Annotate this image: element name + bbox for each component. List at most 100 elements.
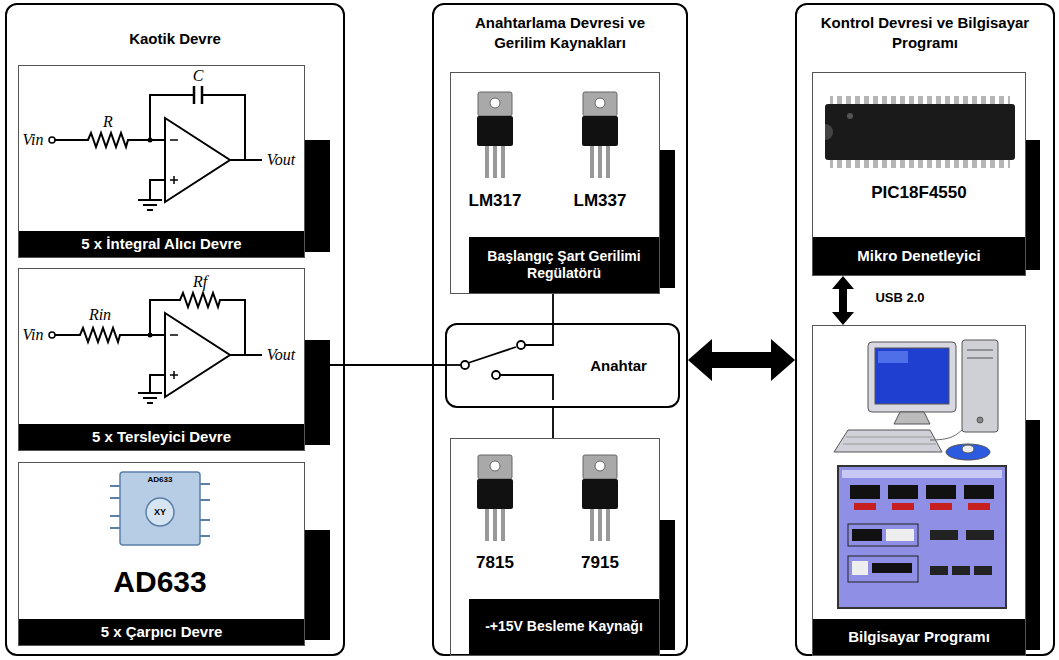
- program-screenshot: [892, 503, 914, 510]
- inverter-circuit: [147, 402, 153, 404]
- inverter-circuit: [230, 354, 262, 356]
- microcontroller-box: Mikro Denetleyici: [812, 72, 1026, 276]
- panel-title: Kaotik Devre: [7, 29, 343, 49]
- computer-icon: [846, 437, 932, 438]
- multiplier-box: 5 x Çarpıcı Devre: [18, 462, 305, 646]
- integrator-circuit: [55, 133, 165, 147]
- computer-icon: [894, 412, 930, 424]
- computer-icon: [977, 417, 983, 423]
- program-screenshot: [838, 466, 1006, 608]
- integrator-circuit: [170, 139, 178, 141]
- switch-box: Anahtar: [445, 323, 680, 408]
- multiplier-chip-icon: [200, 483, 210, 485]
- switch-symbol: [447, 325, 553, 400]
- inverter-circuit: [170, 334, 178, 336]
- chaotic-circuit-panel: Kaotik Devre5 x İntegral Alıcı Devre5 x …: [5, 3, 345, 656]
- program-screenshot: [872, 563, 912, 573]
- integrator-circuit: [138, 199, 162, 201]
- integrator-circuit: [150, 180, 165, 200]
- integrator-circuit: [165, 118, 230, 202]
- integrator-circuit: [193, 86, 196, 104]
- computer-box: Bilgisayar Programı: [812, 325, 1026, 656]
- computer-icon: [967, 358, 993, 359]
- signal-name: Vout: [267, 152, 295, 168]
- inverter-circuit: [49, 332, 55, 338]
- switch-symbol: [492, 371, 500, 379]
- computer-icon: [834, 430, 942, 452]
- multiplier-chip-icon: [200, 499, 210, 501]
- program-screenshot: [838, 466, 1006, 608]
- signal-wire: [552, 408, 554, 438]
- box-shadow: [1026, 140, 1040, 270]
- signal-name: Vout: [267, 347, 295, 363]
- signal-wire: [552, 294, 554, 323]
- switch-symbol: [461, 361, 469, 369]
- program-screenshot: [886, 529, 914, 541]
- integrator-circuit: [230, 159, 262, 161]
- switch-symbol: [500, 375, 553, 400]
- multiplier-chip-icon: [146, 498, 174, 526]
- switch-symbol: [447, 364, 461, 366]
- control-panel: Kontrol Devresi ve Bilgisayar ProgramıMi…: [795, 3, 1055, 656]
- computer-icon: [843, 444, 936, 445]
- microcontroller-chip: [847, 113, 853, 119]
- program-screenshot: [926, 485, 956, 499]
- part-name: LM317: [469, 192, 522, 209]
- signal-name: Vin: [22, 327, 43, 343]
- computer-icon: [875, 348, 949, 404]
- program-screenshot: [964, 485, 994, 499]
- integrator-circuit: [49, 137, 55, 143]
- chip-function: XY: [154, 508, 166, 517]
- multiplier-chip-icon: [110, 497, 120, 499]
- computer-icon: [878, 351, 908, 363]
- switch-symbol: [468, 347, 516, 363]
- integrator-circuit: [173, 176, 175, 184]
- part-name: LM337: [574, 192, 627, 209]
- panel-title: Anahtarlama Devresi ve Gerilim Kaynaklar…: [434, 13, 686, 52]
- part-name: AD633: [113, 567, 206, 597]
- supply-box: -+15V Besleme Kaynağı: [450, 438, 660, 656]
- switch-symbol: [517, 341, 525, 349]
- integrator-circuit: [147, 209, 153, 211]
- microcontroller-chip: [825, 124, 833, 140]
- regulator-icon: [477, 92, 513, 178]
- switch-symbol: [525, 325, 553, 345]
- regulator-icon: [477, 92, 618, 541]
- component-name: C: [193, 68, 204, 84]
- inverter-circuit: [148, 333, 153, 338]
- computer-icon: [946, 444, 990, 460]
- regulator-box: Başlangıç Şart Gerilimi Regülatörü: [450, 72, 660, 294]
- multiplier-chip-icon: [110, 527, 120, 529]
- computer-icon: [834, 340, 998, 460]
- program-screenshot: [852, 529, 882, 541]
- microcontroller-chip: [825, 104, 1015, 160]
- computer-icon: [962, 340, 998, 432]
- computer-icon: [868, 342, 956, 412]
- chip-name: AD633: [148, 476, 173, 484]
- multiplier-chip-icon: [110, 485, 120, 487]
- box-shadow: [660, 520, 675, 650]
- part-name: 7815: [476, 554, 514, 571]
- program-screenshot: [842, 470, 1002, 478]
- multiplier-chip-icon: [110, 472, 210, 545]
- signal-wire: [305, 364, 445, 366]
- inverter-box: 5 x Tersleyici Devre: [18, 268, 305, 451]
- box-caption: -+15V Besleme Kaynağı: [469, 599, 659, 655]
- edge-label: USB 2.0: [873, 290, 926, 305]
- integrator-circuit: [148, 138, 153, 143]
- microcontroller-chip: [825, 96, 1015, 168]
- usb-arrow: [832, 276, 854, 325]
- box-shadow: [1026, 420, 1040, 650]
- component-name: Rf: [193, 274, 207, 290]
- program-screenshot: [966, 530, 994, 540]
- program-screenshot: [930, 566, 948, 575]
- box-shadow: [305, 140, 1040, 650]
- panel-title: Kontrol Devresi ve Bilgisayar Programı: [797, 13, 1053, 52]
- part-name: PIC18F4550: [871, 184, 966, 201]
- box-shadow: [305, 530, 330, 640]
- multiplier-chip-icon: [200, 535, 210, 537]
- box-caption: Anahtar: [559, 325, 678, 406]
- inverter-circuit: [138, 392, 162, 394]
